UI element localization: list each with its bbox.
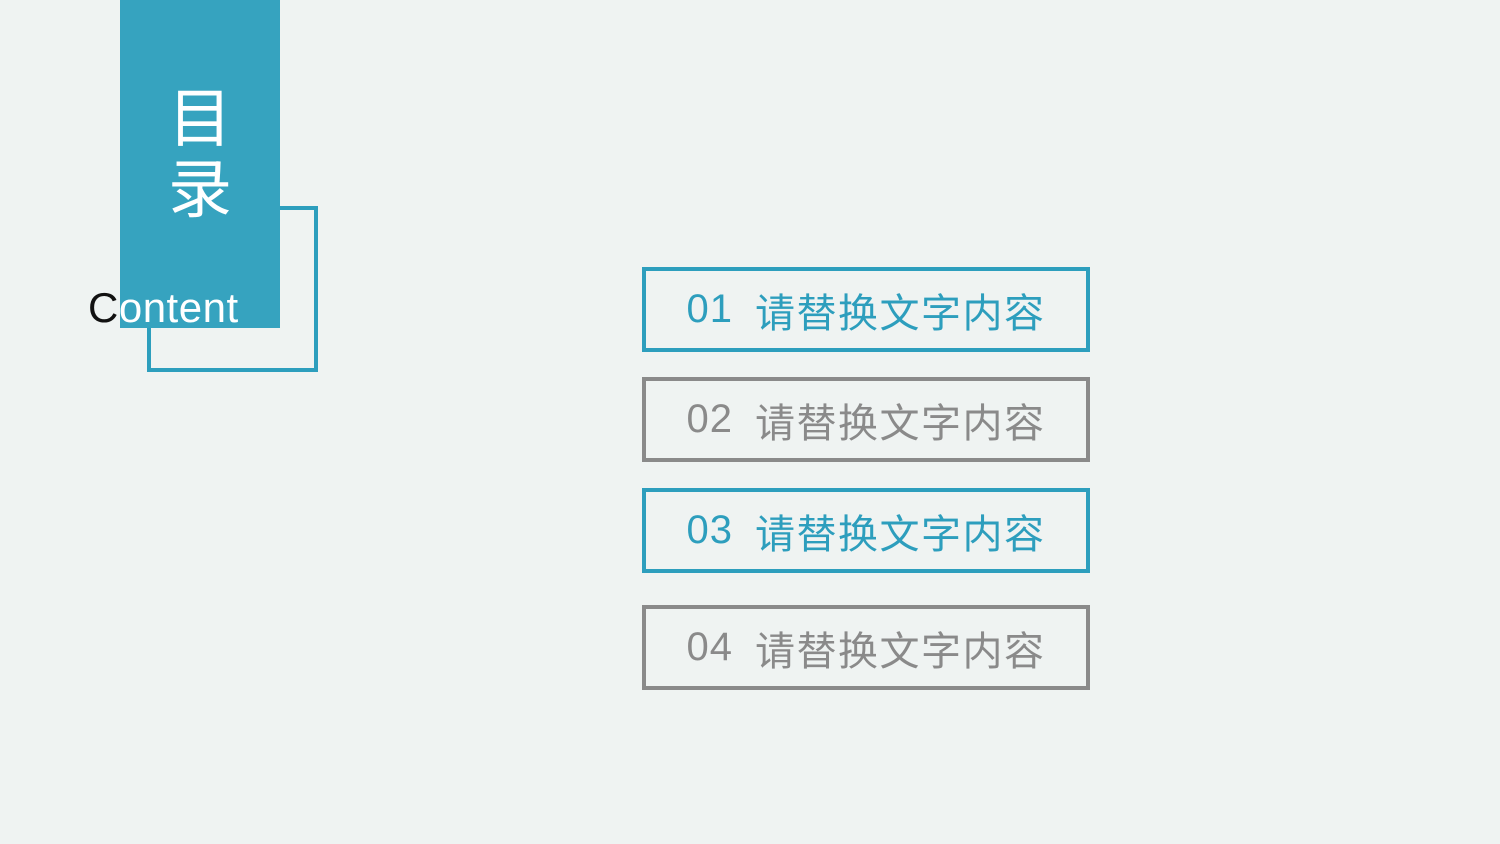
toc-item-03-number: 03: [686, 508, 733, 552]
toc-item-04-number: 04: [686, 625, 733, 669]
toc-item-02[interactable]: 02 请替换文字内容: [642, 377, 1090, 462]
toc-item-01[interactable]: 01 请替换文字内容: [642, 267, 1090, 352]
toc-item-03-label: 请替换文字内容: [755, 512, 1046, 557]
toc-title-vertical: 目 录: [120, 84, 280, 226]
toc-title-char-2: 录: [168, 154, 232, 226]
toc-item-01-number: 01: [686, 287, 733, 331]
toc-item-04[interactable]: 04 请替换文字内容: [642, 605, 1090, 690]
toc-subtitle-rest: ontent: [118, 284, 239, 331]
toc-item-03[interactable]: 03 请替换文字内容: [642, 488, 1090, 573]
toc-title-char-1: 目: [168, 83, 232, 155]
toc-item-02-number: 02: [686, 397, 733, 441]
toc-item-04-label: 请替换文字内容: [755, 629, 1046, 674]
toc-subtitle-first-letter: C: [88, 284, 119, 331]
toc-subtitle: Content: [88, 287, 239, 329]
toc-banner: 目 录: [120, 0, 280, 328]
toc-item-01-label: 请替换文字内容: [755, 291, 1046, 336]
toc-item-02-label: 请替换文字内容: [755, 401, 1046, 446]
